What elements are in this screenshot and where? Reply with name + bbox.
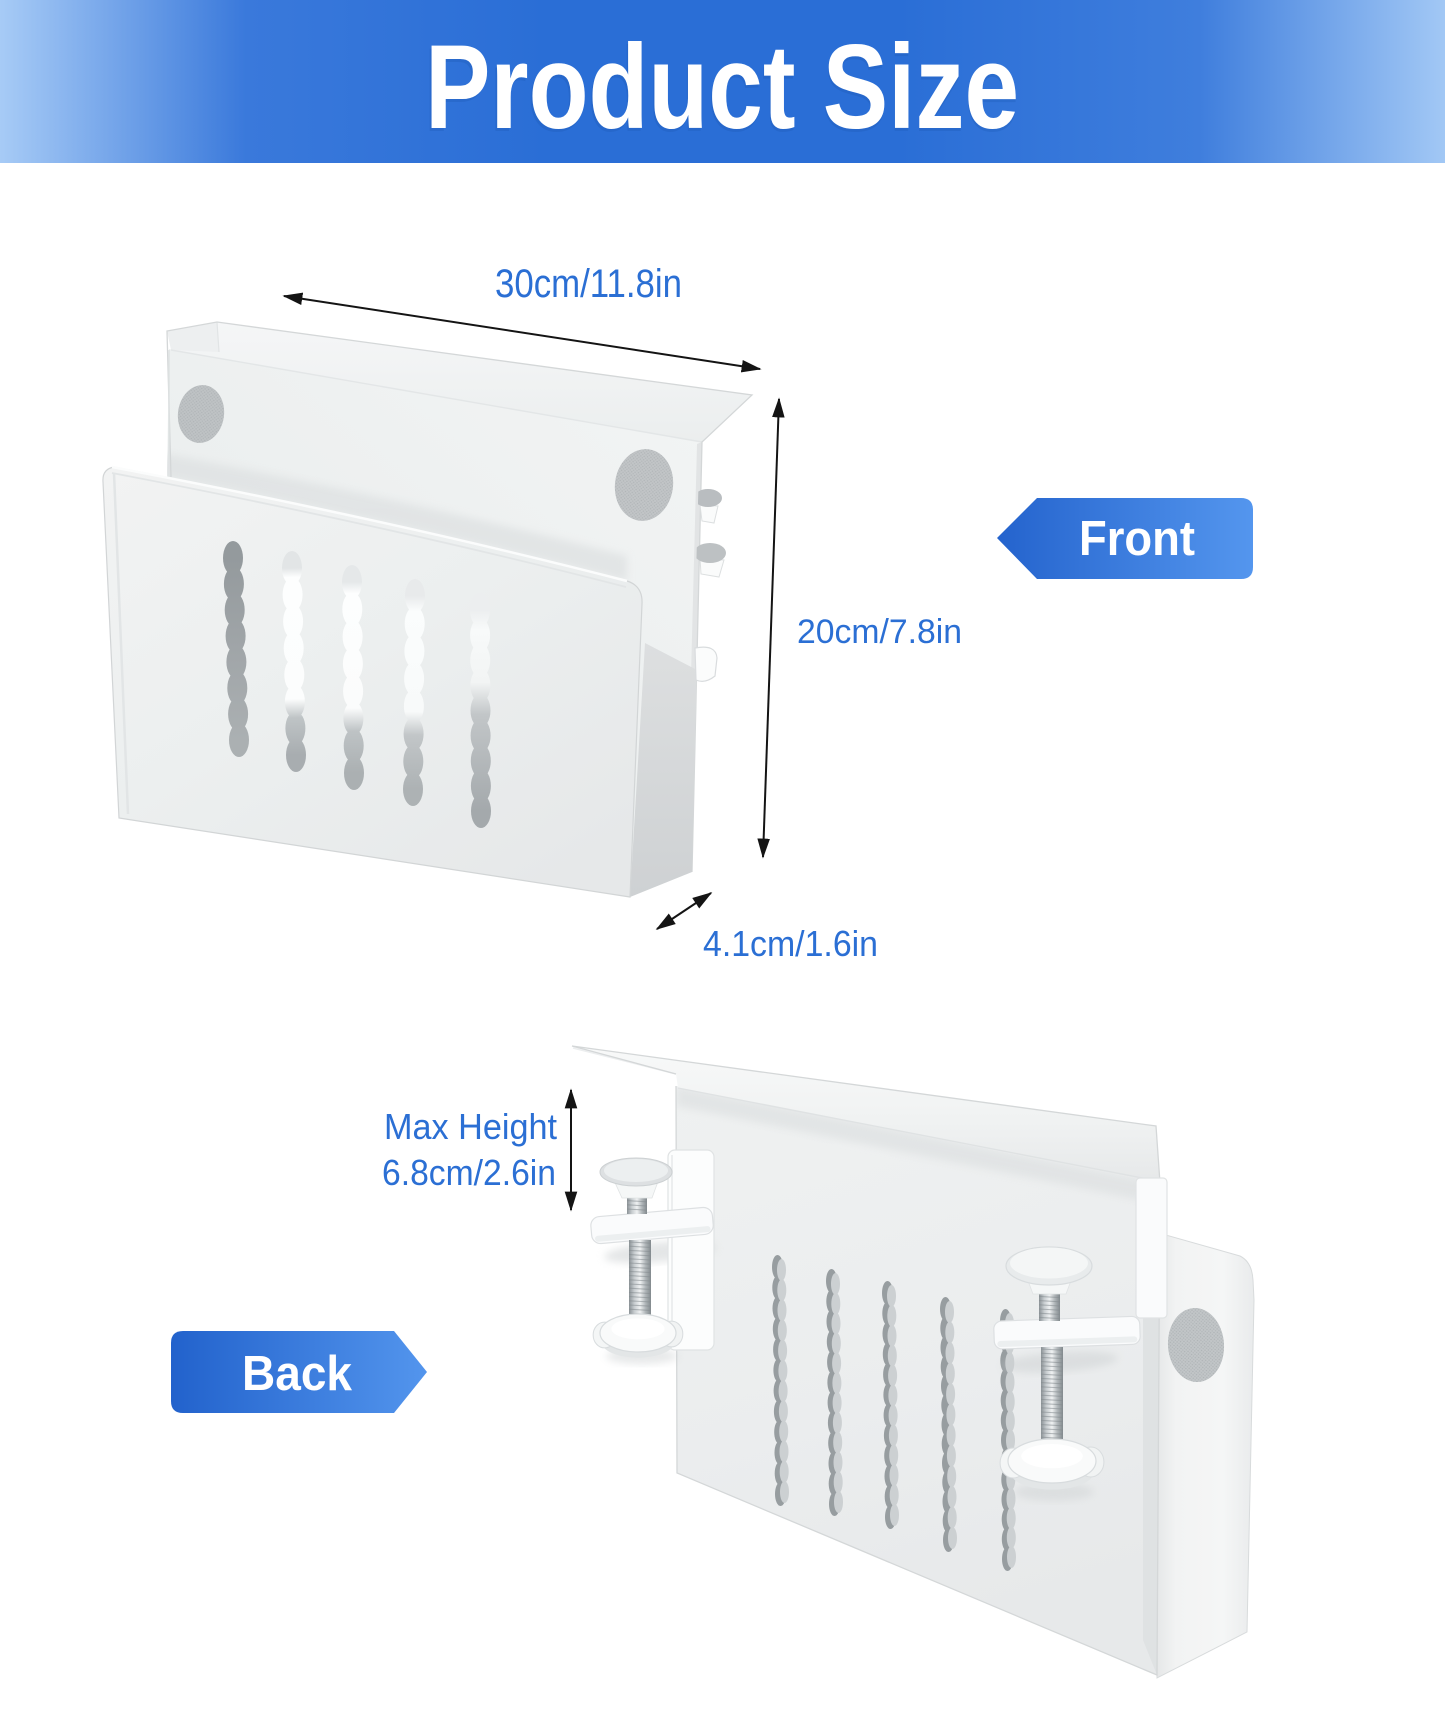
- svg-text:Product Size: Product Size: [423, 23, 1019, 157]
- svg-text:20cm/7.8in: 20cm/7.8in: [797, 613, 962, 651]
- svg-text:Max Height: Max Height: [384, 1106, 557, 1147]
- svg-text:4.1cm/1.6in: 4.1cm/1.6in: [703, 923, 878, 964]
- svg-text:Front: Front: [1079, 512, 1195, 566]
- svg-text:30cm/11.8in: 30cm/11.8in: [495, 262, 682, 306]
- svg-text:Back: Back: [242, 1347, 353, 1401]
- svg-text:Product Size: Product Size: [425, 20, 1019, 154]
- svg-text:6.8cm/2.6in: 6.8cm/2.6in: [382, 1152, 556, 1193]
